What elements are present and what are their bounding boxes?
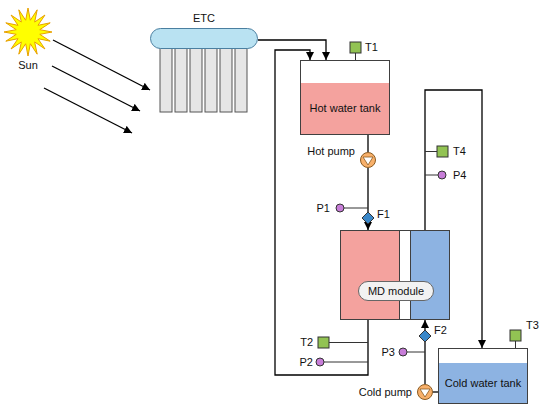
flow-meter xyxy=(419,330,431,342)
temperature-sensor xyxy=(437,146,448,157)
pipe-connectors xyxy=(53,40,482,392)
sensor-lead xyxy=(425,151,437,152)
sensor-label: F1 xyxy=(377,208,390,221)
temperature-sensor xyxy=(318,337,329,348)
pressure-sensor xyxy=(316,358,324,366)
tank-water: Hot water tank xyxy=(301,83,389,134)
node-label: Cold pump xyxy=(359,386,412,399)
node-label: ETC xyxy=(193,12,215,25)
pipe-connector xyxy=(367,135,368,152)
pump-symbol xyxy=(360,152,376,168)
sensor-label: T3 xyxy=(526,319,539,332)
hot-channel xyxy=(341,231,399,319)
node-label: Cold water tank xyxy=(445,377,521,390)
sensor-lead xyxy=(324,362,368,363)
vacuum-tube xyxy=(175,44,187,112)
md-module: MD module xyxy=(340,230,450,320)
sun-ray xyxy=(52,66,140,111)
sensor-label: P3 xyxy=(382,346,395,359)
sun-star xyxy=(4,8,52,56)
sensor-label: T1 xyxy=(365,41,378,54)
pressure-sensor xyxy=(399,348,407,356)
module-label-box: MD module xyxy=(358,281,434,301)
node-label: Hot water tank xyxy=(310,102,381,115)
node-label: Sun xyxy=(18,59,38,72)
sensor-label: T2 xyxy=(300,336,313,349)
sensor-label: T4 xyxy=(453,145,466,158)
pressure-sensor xyxy=(336,204,344,212)
collector-drawing xyxy=(150,28,258,114)
temperature-sensor xyxy=(350,42,361,53)
vacuum-tube xyxy=(205,44,217,112)
sensor-lead xyxy=(425,175,438,176)
hot-water-tank: Hot water tank xyxy=(300,60,390,135)
sun-icon: Sun xyxy=(3,5,53,57)
cold-water-tank: Cold water tank xyxy=(438,348,528,404)
pressure-sensor xyxy=(438,171,446,179)
pump-symbol xyxy=(361,153,376,168)
vacuum-tube xyxy=(220,44,232,112)
sensor-label: P1 xyxy=(317,202,330,215)
cold-pump: Cold pump xyxy=(417,384,433,400)
temperature-sensor xyxy=(510,330,521,341)
sun-ray xyxy=(44,88,132,133)
vacuum-tube xyxy=(235,44,247,112)
pump-symbol xyxy=(363,157,373,165)
sensor-label: P4 xyxy=(453,169,466,182)
vacuum-tube xyxy=(160,44,172,112)
tank-water: Cold water tank xyxy=(439,363,527,403)
sun-star xyxy=(3,5,53,57)
sensor-label: F2 xyxy=(434,324,447,337)
node-label: MD module xyxy=(368,285,424,298)
solar-collector: ETC xyxy=(150,28,258,114)
sensor-lead xyxy=(344,208,368,209)
membrane xyxy=(399,231,411,319)
vacuum-tube xyxy=(190,44,202,112)
pump-symbol xyxy=(420,389,430,397)
hot-pump: Hot pump xyxy=(360,152,376,168)
pump-symbol xyxy=(417,384,433,400)
collector-header xyxy=(151,29,258,49)
sensor-lead xyxy=(355,53,356,60)
node-label: Hot pump xyxy=(307,145,355,158)
sensor-lead xyxy=(515,341,516,348)
sensor-lead xyxy=(407,352,425,353)
sensor-label: P2 xyxy=(300,356,313,369)
sensor-lead xyxy=(329,342,368,343)
sun-rays xyxy=(44,66,140,133)
pipe-connector xyxy=(53,40,150,90)
pump-symbol xyxy=(418,385,433,400)
cold-channel xyxy=(411,231,449,319)
flow-meter xyxy=(362,212,374,224)
